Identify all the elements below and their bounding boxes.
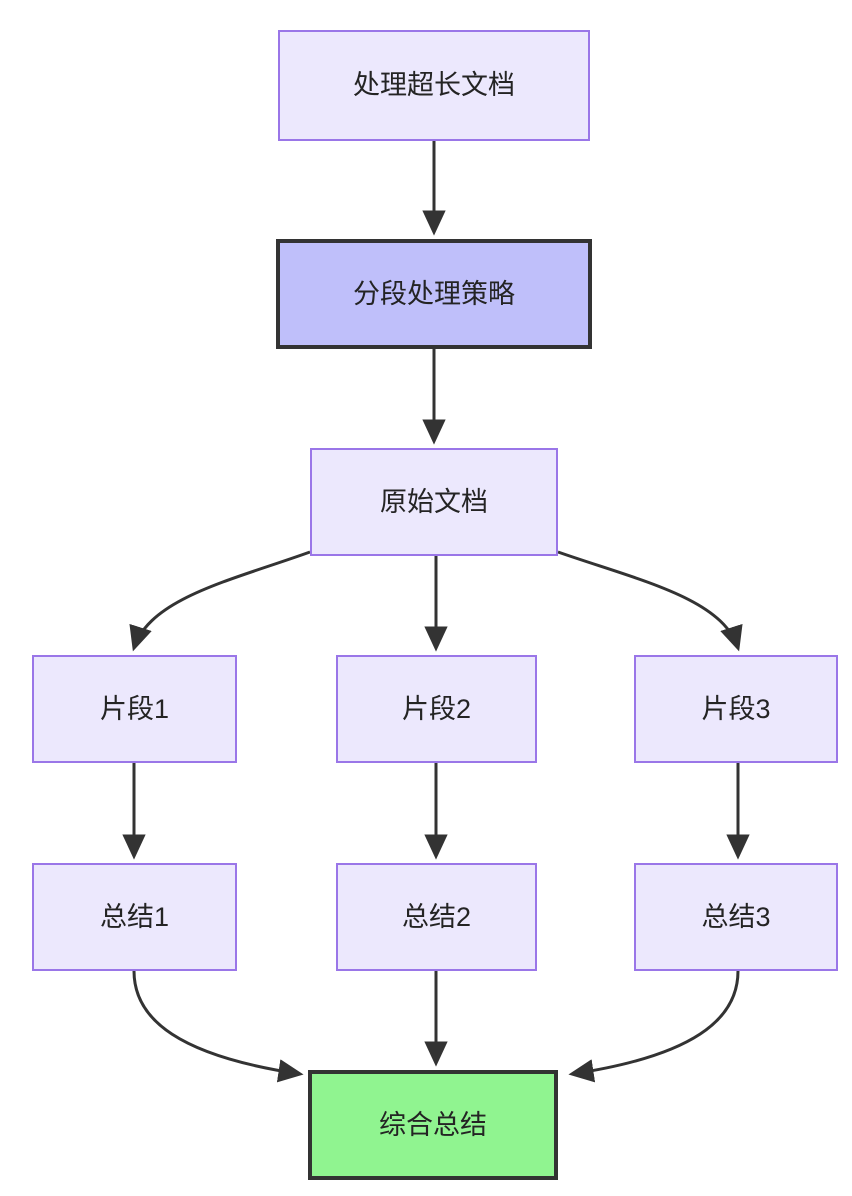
node-chunk-1[interactable]: 片段1 (32, 655, 237, 763)
edge-source-doc-to-chunk-3 (557, 550, 743, 652)
node-source-document[interactable]: 原始文档 (310, 448, 558, 556)
node-label: 片段3 (701, 693, 771, 724)
node-label: 片段1 (99, 693, 170, 724)
node-label: 综合总结 (379, 1109, 487, 1140)
node-chunk-3[interactable]: 片段3 (634, 655, 838, 763)
node-label: 总结3 (701, 901, 771, 932)
node-summary-2[interactable]: 总结2 (336, 863, 537, 971)
edge-summary-3-to-final (568, 970, 740, 1083)
node-summary-1[interactable]: 总结1 (32, 863, 237, 971)
node-label: 处理超长文档 (353, 70, 515, 101)
node-summary-3[interactable]: 总结3 (634, 863, 838, 971)
node-label: 总结2 (401, 901, 472, 932)
node-chunking-strategy[interactable]: 分段处理策略 (276, 239, 592, 349)
edge-summary-1-to-final (132, 970, 304, 1083)
node-final-summary[interactable]: 综合总结 (308, 1070, 558, 1180)
node-label: 原始文档 (380, 486, 488, 517)
node-chunk-2[interactable]: 片段2 (336, 655, 537, 763)
edge-source-doc-to-chunk-1 (129, 550, 311, 652)
node-label: 总结1 (99, 901, 170, 932)
node-label: 分段处理策略 (353, 278, 515, 309)
node-handle-long-document[interactable]: 处理超长文档 (278, 30, 590, 141)
node-label: 片段2 (401, 693, 472, 724)
